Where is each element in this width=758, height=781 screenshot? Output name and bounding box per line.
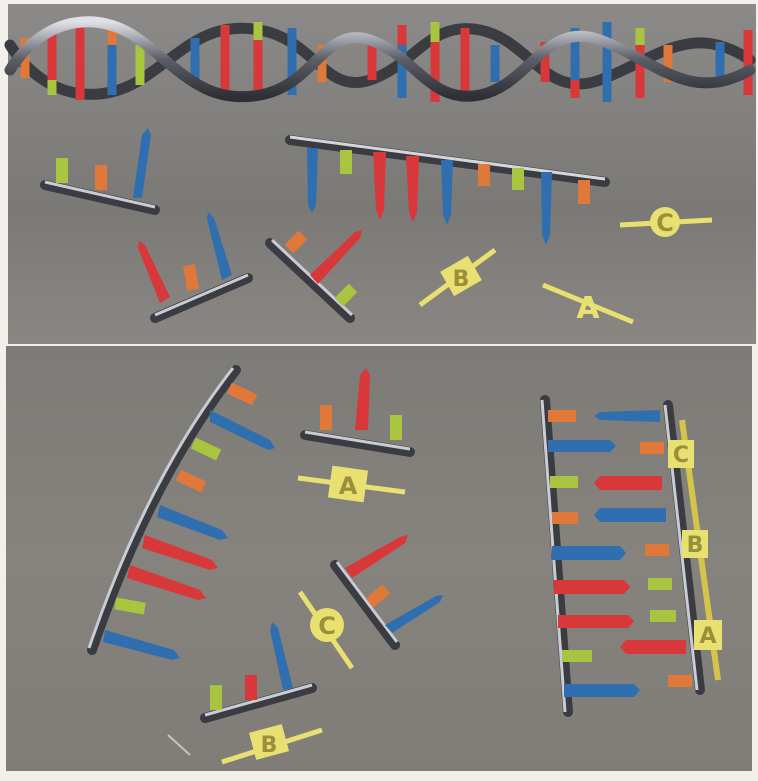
curved-strand-left	[89, 368, 275, 660]
fragment-bottom-small	[205, 622, 312, 718]
double-helix	[10, 22, 750, 102]
ladder-a-label: A	[699, 624, 716, 649]
key-c-top-label: C	[656, 209, 674, 237]
fragment-top-long	[290, 137, 605, 245]
key-c-top: C	[620, 207, 712, 237]
ladder-b-label: B	[687, 533, 704, 558]
key-a-top-label: A	[576, 291, 600, 326]
key-a-bottom: A	[298, 466, 405, 503]
key-a-top: A	[543, 285, 633, 326]
key-b-bottom: B	[222, 724, 322, 762]
key-b-bottom-label: B	[261, 733, 278, 758]
fragment-left-small	[45, 128, 155, 210]
key-b-top-label: B	[453, 267, 470, 292]
key-c-bottom: C	[300, 592, 352, 668]
fragment-bottom-center	[335, 535, 443, 645]
key-b-top: B	[420, 250, 495, 305]
ladder-c-label: C	[673, 443, 689, 468]
fragment-mid-center	[270, 230, 362, 318]
key-a-bottom-label: A	[339, 472, 358, 500]
key-c-bottom-label: C	[318, 612, 336, 640]
ladder-right: C B A	[542, 400, 722, 712]
fragment-mid-left	[138, 212, 248, 318]
fragment-bottom-top	[305, 368, 410, 452]
